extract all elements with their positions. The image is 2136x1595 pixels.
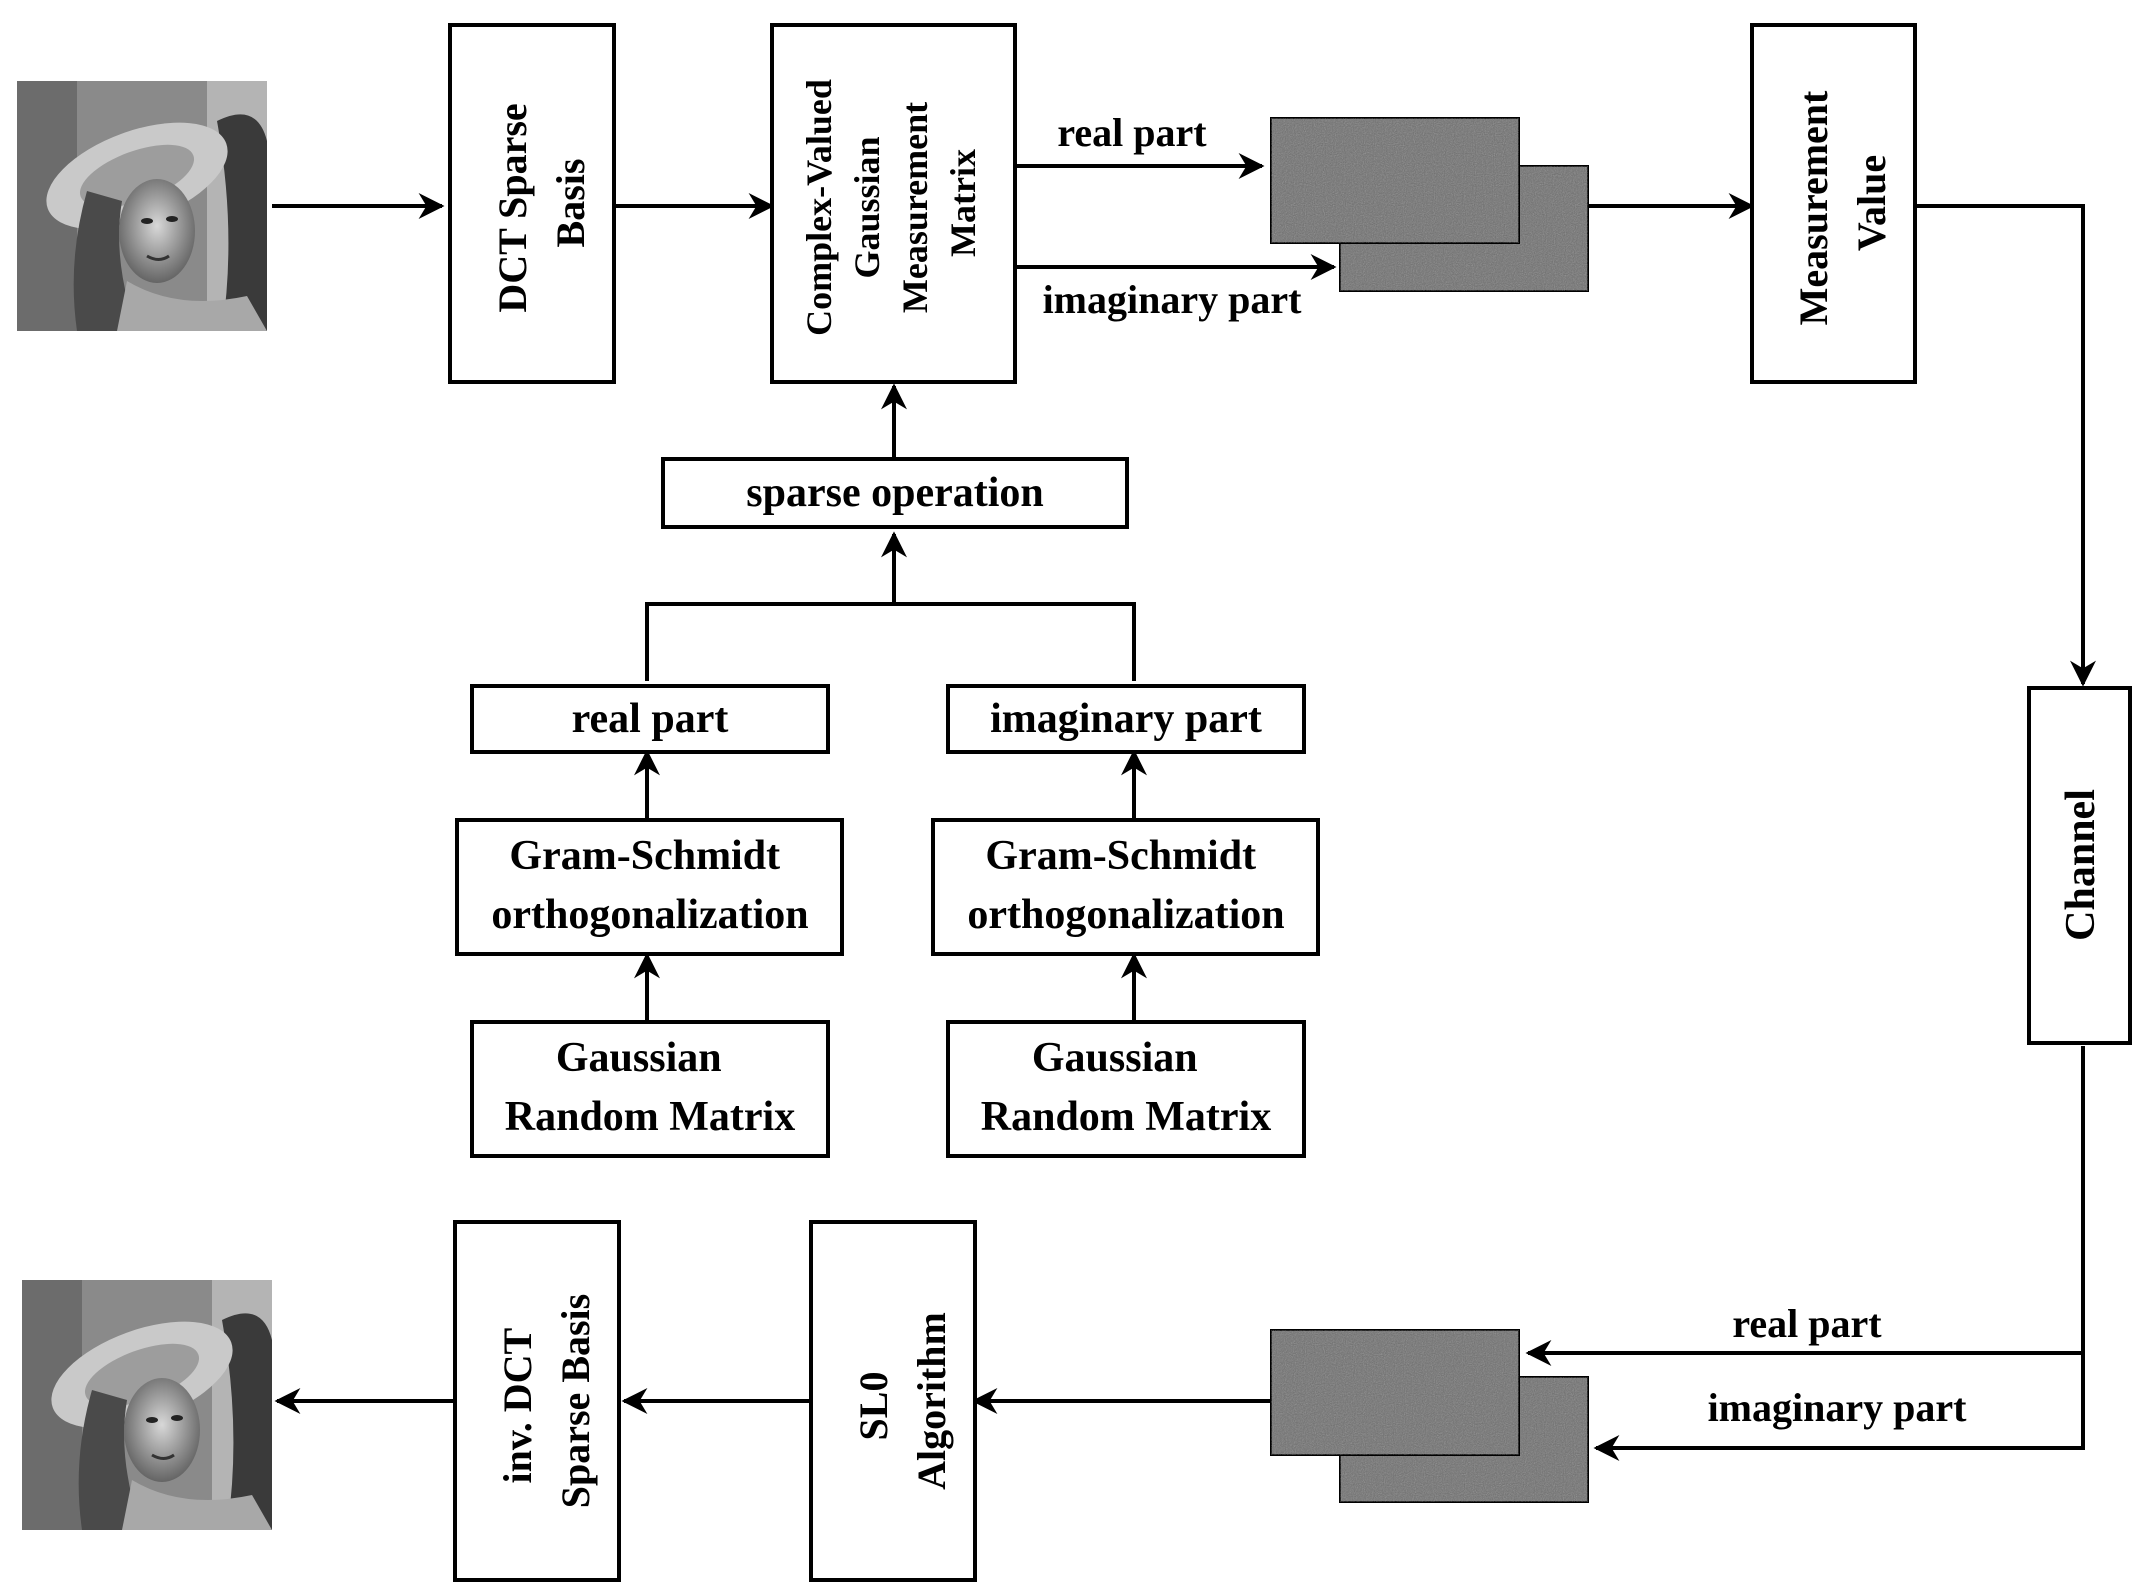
gaussian-random-left-label: Gaussian Random Matrix: [505, 1035, 795, 1140]
complex-gaussian-matrix-block: Complex-Valued Gaussian Measurement Matr…: [770, 23, 1017, 384]
measurement-value-label: Measurement Value: [1791, 81, 1894, 326]
input-image: [17, 81, 267, 331]
channel-label: Channel: [2058, 789, 2104, 941]
gaussian-random-right-label: Gaussian Random Matrix: [981, 1035, 1271, 1140]
bottom-imaginary-part-label: imaginary part: [1708, 1385, 1968, 1430]
measurement-value-block: Measurement Value: [1750, 23, 1917, 384]
gram-schmidt-left-block: Gram-Schmidt orthogonalization: [455, 818, 844, 956]
received-image-real-bottom: [1270, 1329, 1520, 1456]
top-imaginary-part-label: imaginary part: [1043, 277, 1303, 322]
sparse-operation-label: sparse operation: [746, 470, 1044, 516]
connectors: [272, 153, 2096, 1461]
gram-schmidt-left-label: Gram-Schmidt orthogonalization: [491, 833, 808, 938]
gaussian-random-left-block: Gaussian Random Matrix: [470, 1020, 830, 1158]
gram-schmidt-right-block: Gram-Schmidt orthogonalization: [931, 818, 1320, 956]
channel-block: Channel: [2027, 686, 2132, 1045]
dct-sparse-basis-label: DCT Sparse Basis: [490, 93, 593, 312]
sl0-algorithm-label: SL0 Algorithm: [851, 1312, 954, 1490]
real-part-block: real part: [470, 684, 830, 754]
measurement-image-real-top: [1270, 117, 1520, 244]
sparse-operation-block: sparse operation: [661, 457, 1129, 529]
top-real-part-label: real part: [1057, 110, 1207, 155]
bottom-real-part-label: real part: [1732, 1301, 1882, 1346]
gram-schmidt-right-label: Gram-Schmidt orthogonalization: [967, 833, 1284, 938]
reconstructed-image: [22, 1280, 272, 1530]
gaussian-random-right-block: Gaussian Random Matrix: [946, 1020, 1306, 1158]
real-part-box-label: real part: [572, 696, 729, 742]
imaginary-part-block: imaginary part: [946, 684, 1306, 754]
dct-sparse-basis-block: DCT Sparse Basis: [448, 23, 616, 384]
inv-dct-sparse-basis-label: inv. DCT Sparse Basis: [495, 1294, 598, 1509]
complex-gaussian-matrix-label: Complex-Valued Gaussian Measurement Matr…: [799, 70, 983, 336]
imaginary-part-box-label: imaginary part: [990, 696, 1262, 742]
sl0-algorithm-block: SL0 Algorithm: [809, 1220, 977, 1582]
inv-dct-sparse-basis-block: inv. DCT Sparse Basis: [453, 1220, 621, 1582]
